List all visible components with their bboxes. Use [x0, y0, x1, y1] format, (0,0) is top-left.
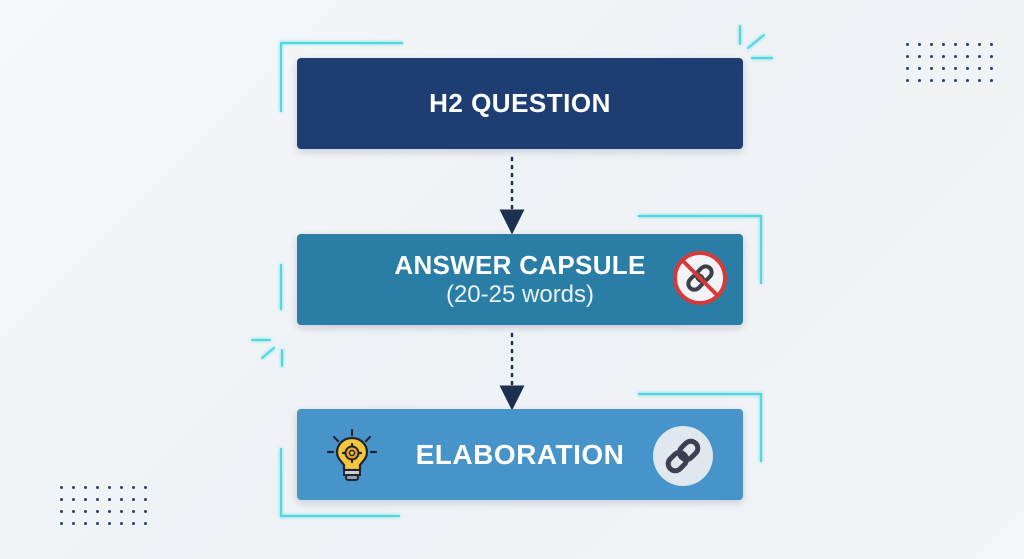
decor-dot — [120, 522, 123, 525]
decor-dot — [942, 43, 945, 46]
decor-dot — [930, 67, 933, 70]
lightbulb-gear-icon — [326, 428, 378, 481]
decor-dot — [60, 486, 63, 489]
decor-dot — [96, 510, 99, 513]
decor-dot — [978, 43, 981, 46]
question-title: H2 QUESTION — [429, 88, 611, 118]
decor-dot — [84, 486, 87, 489]
decor-dot — [72, 498, 75, 501]
decor-dot — [84, 522, 87, 525]
decor-dot — [954, 43, 957, 46]
answer-title: ANSWER CAPSULE — [394, 249, 646, 280]
decor-dot — [60, 510, 63, 513]
decor-dot — [966, 55, 969, 58]
decor-dot — [144, 486, 147, 489]
decor-dot — [990, 79, 993, 82]
decor-dot — [72, 522, 75, 525]
decor-dot — [144, 522, 147, 525]
decor-dot — [978, 67, 981, 70]
decor-dot — [930, 79, 933, 82]
no-link-icon — [673, 251, 727, 305]
decor-dot — [60, 498, 63, 501]
answer-capsule-box: ANSWER CAPSULE (20-25 words) — [297, 234, 743, 325]
decor-dot — [144, 498, 147, 501]
decor-dot — [918, 55, 921, 58]
decor-dot — [978, 79, 981, 82]
decor-dot — [978, 55, 981, 58]
decor-dot — [96, 486, 99, 489]
link-icon — [653, 426, 713, 486]
decor-dot — [918, 79, 921, 82]
decor-dot — [120, 486, 123, 489]
decor-dot — [108, 522, 111, 525]
decor-dot — [930, 55, 933, 58]
sparkle-left — [251, 339, 283, 367]
decor-dot — [132, 510, 135, 513]
decor-dot — [60, 522, 63, 525]
decor-dot — [906, 43, 909, 46]
decor-dot — [954, 79, 957, 82]
decor-dot — [966, 43, 969, 46]
decor-dot — [132, 522, 135, 525]
decor-dot — [918, 43, 921, 46]
decor-dot — [108, 510, 111, 513]
decor-dot — [954, 55, 957, 58]
decor-dot — [954, 67, 957, 70]
decor-dot — [120, 498, 123, 501]
decor-dot — [96, 498, 99, 501]
decor-dot — [108, 498, 111, 501]
decor-dot — [108, 486, 111, 489]
dot-grid-bottom-left — [60, 486, 156, 534]
decor-dot — [72, 510, 75, 513]
decor-dot — [84, 510, 87, 513]
decor-dot — [990, 55, 993, 58]
decor-dot — [906, 55, 909, 58]
decor-dot — [942, 79, 945, 82]
decor-dot — [96, 522, 99, 525]
question-box: H2 QUESTION — [297, 58, 743, 149]
dot-grid-top-right — [906, 43, 1002, 91]
decor-dot — [918, 67, 921, 70]
decor-dot — [120, 510, 123, 513]
answer-subtitle: (20-25 words) — [445, 280, 595, 308]
decor-dot — [942, 55, 945, 58]
decor-dot — [990, 43, 993, 46]
sparkle-top-right — [739, 25, 773, 59]
decor-dot — [84, 498, 87, 501]
decor-dot — [132, 486, 135, 489]
decor-dot — [990, 67, 993, 70]
decor-dot — [930, 43, 933, 46]
decor-dot — [906, 67, 909, 70]
decor-dot — [906, 79, 909, 82]
decor-dot — [144, 510, 147, 513]
decor-dot — [942, 67, 945, 70]
decor-dot — [966, 67, 969, 70]
decor-dot — [72, 486, 75, 489]
decor-dot — [966, 79, 969, 82]
decor-dot — [132, 498, 135, 501]
elaboration-title: ELABORATION — [415, 438, 625, 470]
